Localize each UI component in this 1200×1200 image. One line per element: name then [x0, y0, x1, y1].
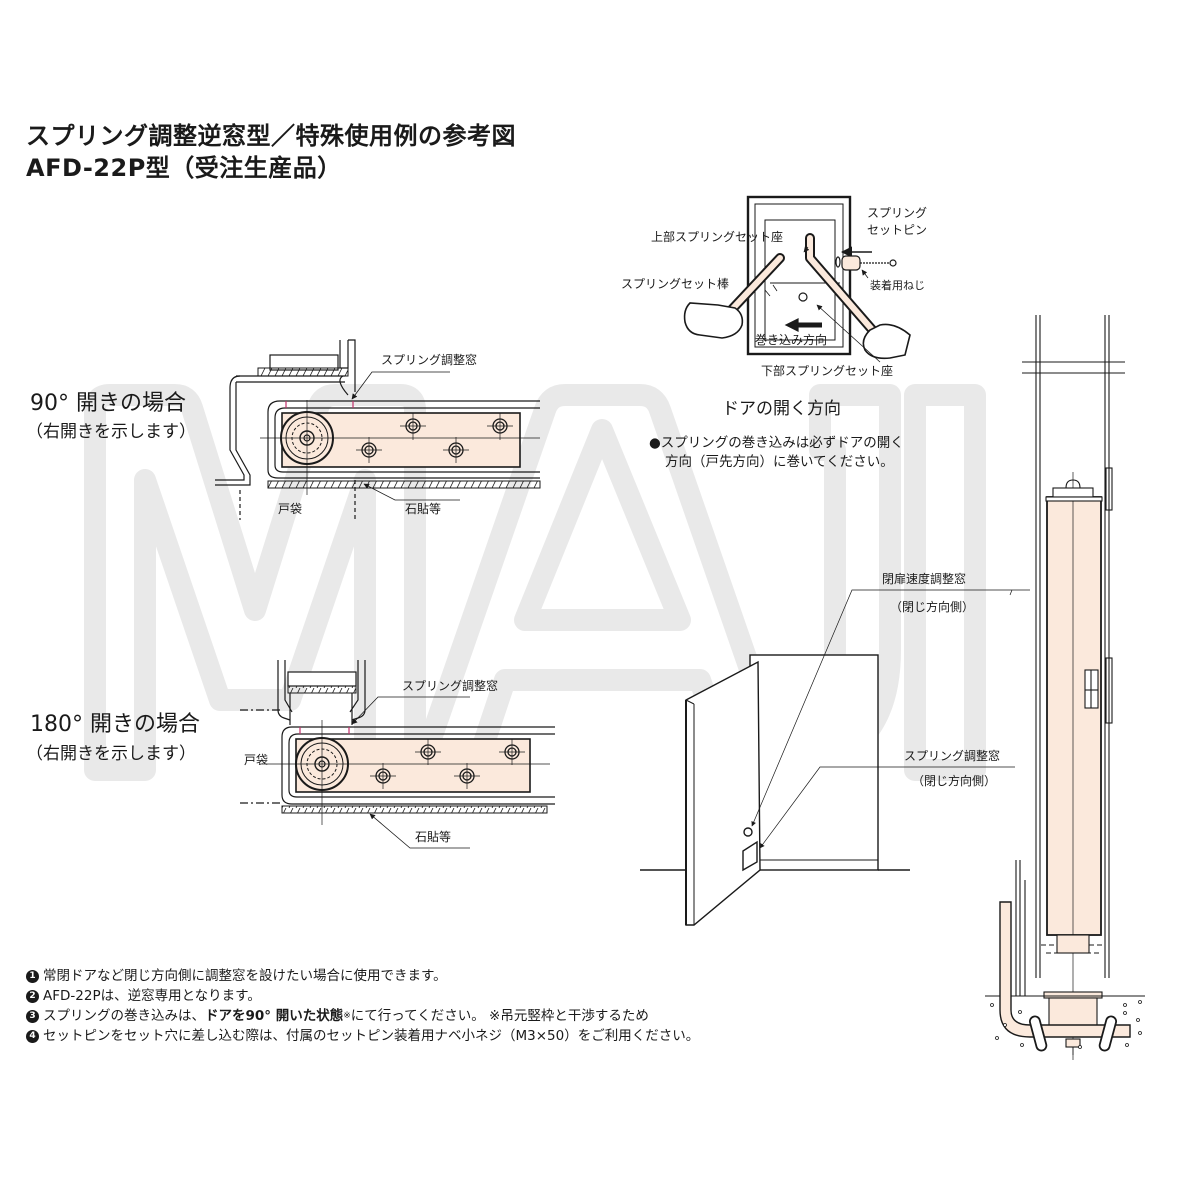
- note-item-3: 3 スプリングの巻き込みは、ドアを90° 開いた状態※にて行ってください。 ※吊…: [26, 1006, 699, 1026]
- plan-180-drawing: [240, 660, 555, 849]
- notes-list: 1 常閉ドアなど閉じ方向側に調整窓を設けたい場合に使用できます。 2 AFD-2…: [26, 966, 699, 1046]
- label-upper-seat: 上部スプリングセット座: [651, 230, 784, 244]
- plan-90-drawing: [215, 339, 541, 520]
- label-closing-speed-window: 閉扉速度調整窓: [882, 572, 967, 586]
- elevation-drawing: [985, 315, 1145, 1060]
- note-number-badge: 2: [26, 989, 39, 1003]
- note-item-2: 2 AFD-22Pは、逆窓専用となります。: [26, 986, 699, 1006]
- label-mount-screw: 装着用ねじ: [870, 279, 925, 292]
- plan-90-label-stone: 石貼等: [405, 502, 442, 516]
- label-spring-window: スプリング調整窓: [904, 749, 1001, 763]
- label-wind-direction: 巻き込み方向: [755, 333, 828, 347]
- plan-180-label-stone: 石貼等: [415, 830, 452, 844]
- note-item-1: 1 常閉ドアなど閉じ方向側に調整窓を設けたい場合に使用できます。: [26, 966, 699, 986]
- door-open-direction-heading: ドアの開く方向: [722, 399, 841, 419]
- plan-180-subtitle: （右開きを示します）: [26, 744, 196, 764]
- plan-180-label-window: スプリング調整窓: [402, 679, 499, 693]
- note-reference-mark: ※: [343, 1011, 351, 1021]
- plan-90-subtitle: （右開きを示します）: [26, 422, 196, 442]
- label-closing-speed-side: （閉じ方向側）: [890, 600, 975, 614]
- label-spring-window-side: （閉じ方向側）: [912, 774, 997, 788]
- label-set-pin-2: セットピン: [867, 223, 928, 237]
- plan-90-title: 90° 開きの場合: [30, 391, 186, 416]
- note-text-bold: ドアを90° 開いた状態: [205, 1008, 344, 1024]
- label-lower-seat: 下部スプリングセット座: [761, 364, 894, 378]
- plan-90-label-pocket: 戸袋: [278, 502, 303, 516]
- spring-setting-drawing: [683, 195, 911, 363]
- winding-note-line2: 方向（戸先方向）に巻いてください。: [665, 454, 894, 470]
- page-title: スプリング調整逆窓型／特殊使用例の参考図: [26, 122, 516, 150]
- note-text-post: にて行ってください。 ※吊元竪枠と干渉するため: [350, 1008, 649, 1024]
- page-subtitle-model: AFD-22P型（受注生産品）: [26, 154, 342, 182]
- plan-90-label-window: スプリング調整窓: [381, 353, 478, 367]
- label-set-rod: スプリングセット棒: [621, 277, 730, 291]
- plan-180-label-pocket: 戸袋: [244, 753, 269, 767]
- note-number-badge: 3: [26, 1009, 39, 1023]
- note-text: 常閉ドアなど閉じ方向側に調整窓を設けたい場合に使用できます。: [43, 968, 447, 984]
- plan-180-title: 180° 開きの場合: [30, 712, 200, 737]
- note-item-4: 4 セットピンをセット穴に差し込む際は、付属のセットピン装着用ナベ小ネジ（M3×…: [26, 1026, 699, 1046]
- label-set-pin-1: スプリング: [867, 206, 928, 220]
- note-text-pre: スプリングの巻き込みは、: [43, 1008, 205, 1024]
- winding-note-line1: ●スプリングの巻き込みは必ずドアの開く: [649, 435, 904, 451]
- note-number-badge: 4: [26, 1029, 39, 1043]
- note-text: セットピンをセット穴に差し込む際は、付属のセットピン装着用ナベ小ネジ（M3×50…: [43, 1028, 700, 1044]
- note-text: AFD-22Pは、逆窓専用となります。: [43, 988, 261, 1004]
- note-number-badge: 1: [26, 969, 39, 983]
